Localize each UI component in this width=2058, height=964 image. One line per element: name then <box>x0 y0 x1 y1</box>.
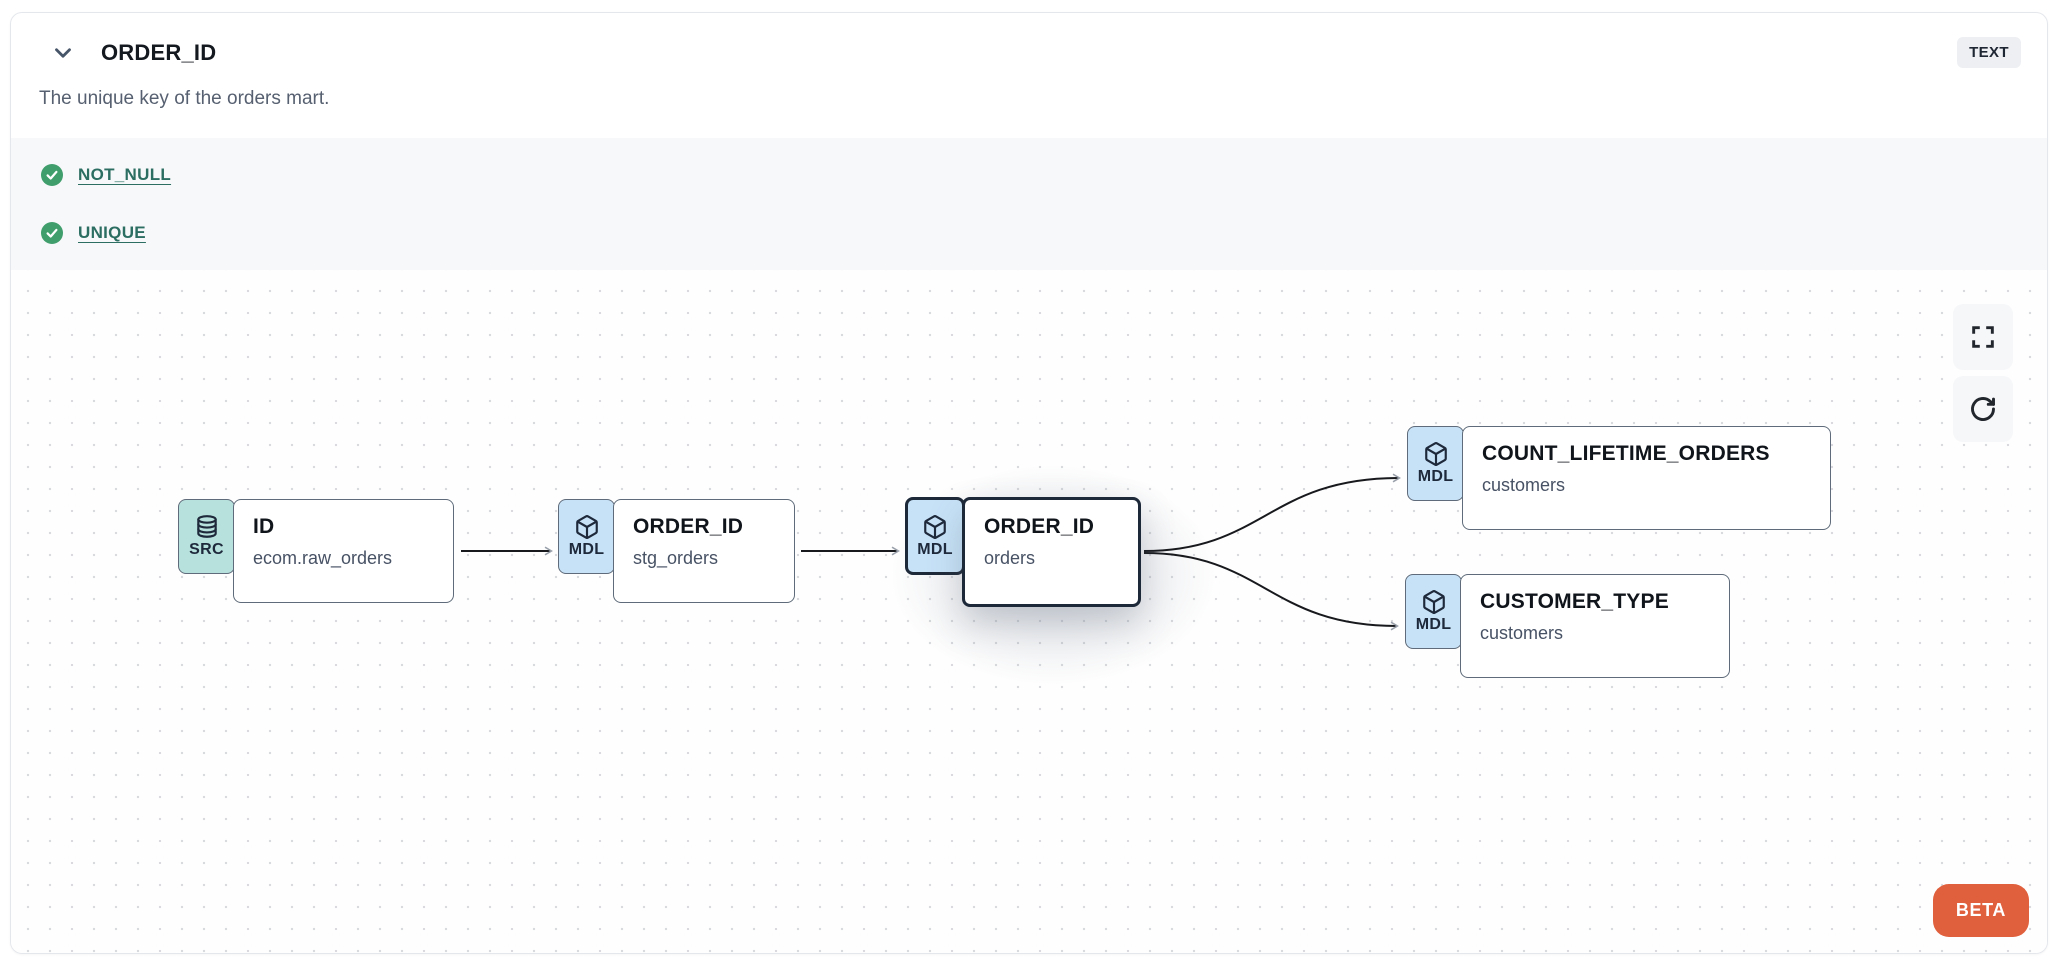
model-tab: MDL <box>1407 426 1464 501</box>
chevron-down-icon <box>50 40 76 66</box>
refresh-button[interactable] <box>1953 376 2013 442</box>
database-icon <box>194 514 220 540</box>
node-title: ORDER_ID <box>984 515 1095 538</box>
lineage-canvas[interactable]: SRC ID ecom.raw_orders MDL ORDER_ID stg_… <box>11 270 2047 953</box>
column-description: The unique key of the orders mart. <box>39 88 330 109</box>
node-card: ORDER_ID orders <box>962 497 1141 607</box>
collapse-button[interactable] <box>50 40 76 66</box>
node-title: CUSTOMER_TYPE <box>1480 590 1669 613</box>
refresh-icon <box>1969 395 1997 423</box>
lineage-node-stg-order-id[interactable]: MDL ORDER_ID stg_orders <box>558 499 795 603</box>
column-details-panel: ORDER_ID TEXT The unique key of the orde… <box>10 12 2048 954</box>
test-link-not-null[interactable]: NOT_NULL <box>78 165 172 184</box>
lineage-edges <box>461 473 1401 631</box>
lineage-node-count-lifetime-orders[interactable]: MDL COUNT_LIFETIME_ORDERS customers <box>1407 426 1831 530</box>
column-type-badge: TEXT <box>1957 37 2021 68</box>
node-card: ORDER_ID stg_orders <box>613 499 795 603</box>
model-tab: MDL <box>558 499 615 574</box>
header: ORDER_ID TEXT The unique key of the orde… <box>11 13 2047 138</box>
node-card: CUSTOMER_TYPE customers <box>1460 574 1730 678</box>
test-row: NOT_NULL <box>41 154 2017 196</box>
lineage-node-customer-type[interactable]: MDL CUSTOMER_TYPE customers <box>1405 574 1730 678</box>
node-kind-label: MDL <box>1415 616 1452 633</box>
node-kind-label: SRC <box>189 541 224 558</box>
node-subtitle: stg_orders <box>633 548 719 568</box>
check-circle-icon <box>41 222 63 244</box>
node-title: ORDER_ID <box>633 515 744 538</box>
node-title: COUNT_LIFETIME_ORDERS <box>1482 442 1770 465</box>
page-title: ORDER_ID <box>101 39 217 65</box>
test-link-unique[interactable]: UNIQUE <box>78 223 146 242</box>
lineage-node-orders-order-id[interactable]: MDL ORDER_ID orders <box>905 497 1141 607</box>
cube-icon <box>1423 441 1449 467</box>
canvas-controls <box>1953 304 2013 442</box>
test-row: UNIQUE <box>41 212 2017 254</box>
node-subtitle: orders <box>984 548 1036 568</box>
fullscreen-icon <box>1969 323 1997 351</box>
source-tab: SRC <box>178 499 235 574</box>
cube-icon <box>1421 589 1447 615</box>
node-card: ID ecom.raw_orders <box>233 499 454 603</box>
model-tab: MDL <box>905 497 965 575</box>
node-kind-label: MDL <box>568 541 605 558</box>
node-title: ID <box>253 515 275 538</box>
cube-icon <box>574 514 600 540</box>
node-subtitle: customers <box>1482 475 1566 495</box>
node-subtitle: ecom.raw_orders <box>253 548 393 568</box>
tests-section: NOT_NULL UNIQUE <box>11 138 2047 270</box>
beta-badge: BETA <box>1932 884 2029 937</box>
model-tab: MDL <box>1405 574 1462 649</box>
node-card: COUNT_LIFETIME_ORDERS customers <box>1462 426 1831 530</box>
fullscreen-button[interactable] <box>1953 304 2013 370</box>
check-circle-icon <box>41 164 63 186</box>
node-subtitle: customers <box>1480 623 1564 643</box>
lineage-node-src-id[interactable]: SRC ID ecom.raw_orders <box>178 499 454 603</box>
cube-icon <box>922 514 948 540</box>
node-kind-label: MDL <box>917 540 953 558</box>
node-kind-label: MDL <box>1417 468 1454 485</box>
